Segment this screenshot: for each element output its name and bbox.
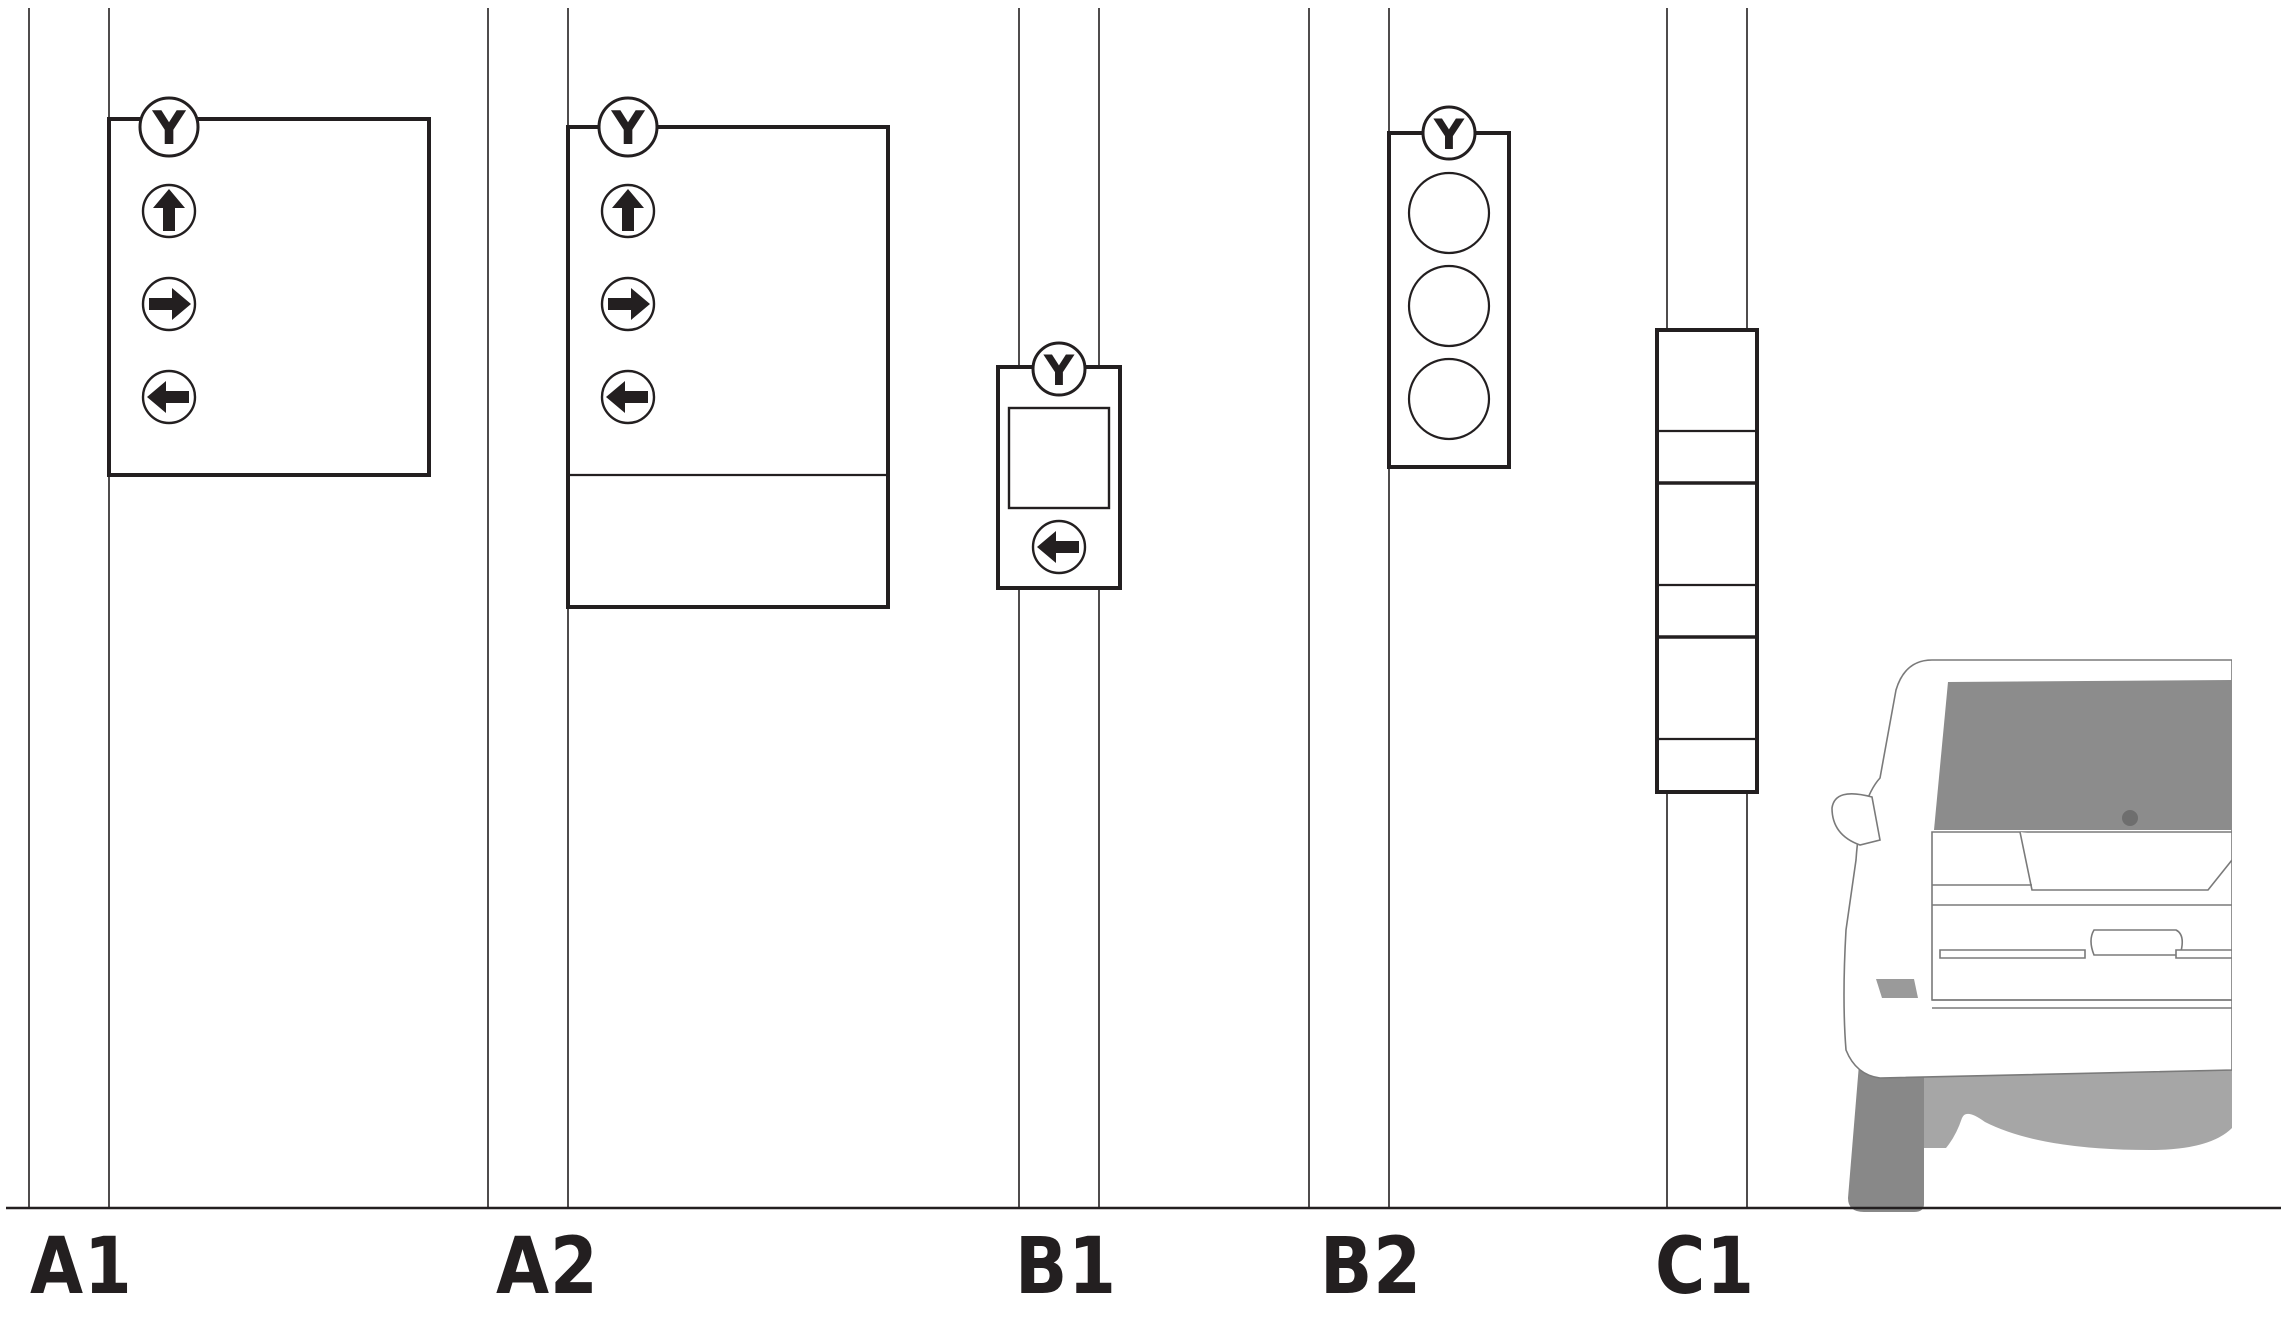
arrow-right-icon — [600, 276, 656, 332]
label-c1: C1 — [1655, 1222, 1755, 1312]
svg-text:Y: Y — [610, 101, 645, 155]
unit-a1-panel: Y — [107, 96, 431, 477]
y-badge-icon: Y — [1031, 341, 1087, 397]
label-b1: B1 — [1015, 1222, 1117, 1312]
car-trim-lines — [1932, 884, 2232, 906]
car-tire-left — [1848, 1040, 1924, 1212]
car-rear-window — [1934, 680, 2232, 830]
label-a1: A1 — [30, 1222, 133, 1312]
y-badge-icon: Y — [138, 96, 200, 158]
b2-lamp-middle — [1407, 264, 1491, 348]
car-plate-recess — [2019, 831, 2233, 891]
car-clip-mask — [2232, 650, 2281, 1210]
car-reflector — [1876, 979, 1918, 998]
car-handle — [2090, 929, 2184, 956]
y-badge-icon: Y — [1421, 105, 1477, 161]
car-rear-view — [1831, 650, 2281, 1212]
unit-b2-traffic-light: Y — [1387, 105, 1511, 469]
label-b2: B2 — [1320, 1222, 1422, 1312]
unit-c1-column — [1655, 328, 1759, 794]
y-badge-icon: Y — [597, 96, 659, 158]
c1-column-frame — [1655, 328, 1759, 794]
arrow-up-icon — [600, 183, 656, 239]
arrow-left-icon — [141, 369, 197, 425]
b2-lamp-top — [1407, 171, 1491, 255]
arrow-right-icon — [141, 276, 197, 332]
b2-lamp-bottom — [1407, 357, 1491, 441]
arrow-left-icon — [1031, 519, 1087, 575]
arrow-up-icon — [141, 183, 197, 239]
arrow-left-icon — [600, 369, 656, 425]
unit-b1-signal: Y — [996, 341, 1122, 590]
svg-text:Y: Y — [1433, 110, 1465, 159]
car-wiper-icon — [2122, 810, 2138, 826]
svg-text:Y: Y — [151, 101, 186, 155]
b1-display-window — [1007, 406, 1111, 510]
label-a2: A2 — [496, 1222, 599, 1312]
car-shadow — [1924, 1070, 2232, 1150]
svg-text:Y: Y — [1043, 346, 1075, 395]
unit-a2-panel: Y — [566, 96, 890, 609]
car-bumper-line — [1932, 999, 2232, 1009]
car-mirror — [1831, 793, 1881, 846]
